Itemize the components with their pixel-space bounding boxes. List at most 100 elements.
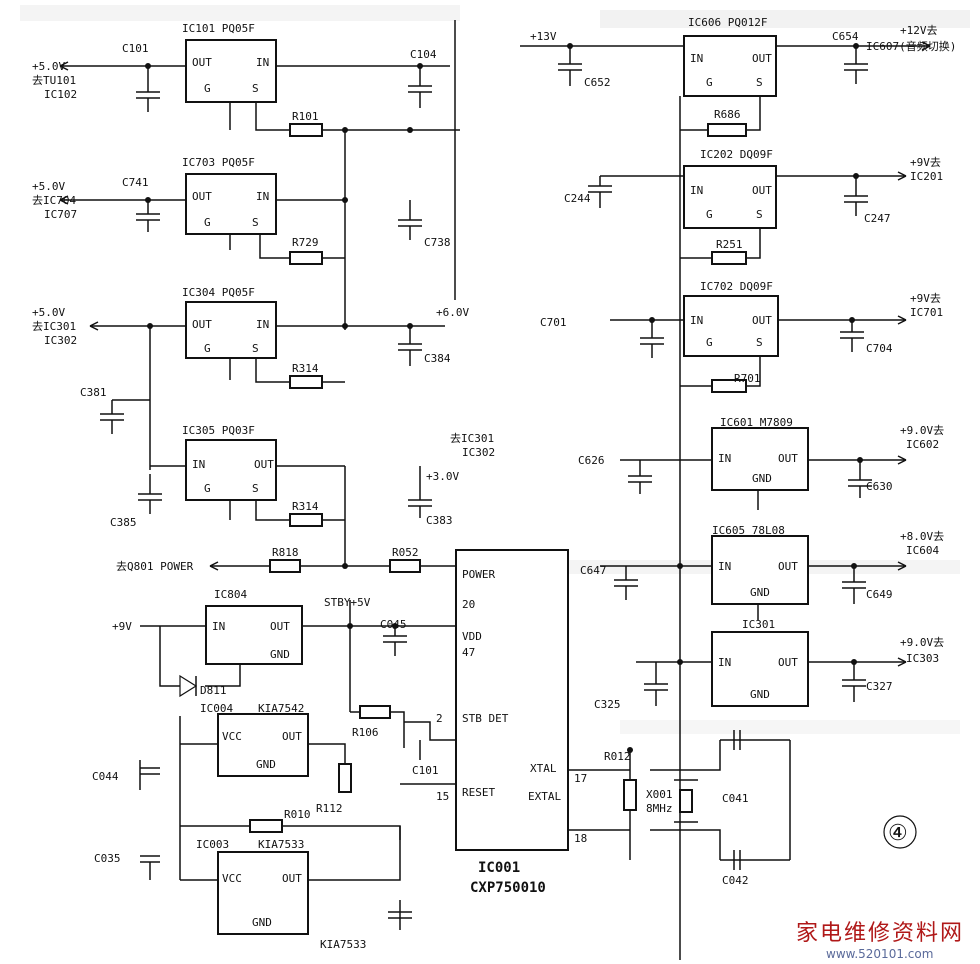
svg-text:C649: C649: [866, 588, 893, 601]
svg-text:IC601 M7809: IC601 M7809: [720, 416, 793, 429]
background-print-through: [20, 5, 970, 734]
svg-text:KIA7533: KIA7533: [320, 938, 366, 951]
svg-text:OUT: OUT: [282, 730, 302, 743]
ic004-reset-ic: IC004 KIA7542 VCC OUT GND: [200, 702, 309, 777]
mcu-name: IC001: [478, 860, 520, 876]
svg-text:G: G: [706, 208, 713, 221]
svg-text:IC004: IC004: [200, 702, 233, 715]
r314b-resistor: [289, 513, 323, 527]
svg-text:R112: R112: [316, 802, 343, 815]
ic101-regulator: IC101 PQ05F OUT IN G S: [182, 22, 277, 103]
r818-resistor: [269, 559, 301, 573]
r686-resistor: [707, 123, 747, 137]
svg-text:去Q801 POWER: 去Q801 POWER: [116, 560, 194, 573]
svg-text:S: S: [756, 208, 763, 221]
svg-text:OUT: OUT: [778, 560, 798, 573]
svg-text:XTAL: XTAL: [530, 762, 557, 775]
svg-text:C044: C044: [92, 770, 119, 783]
svg-text:S: S: [252, 342, 259, 355]
ic601-regulator: IC601 M7809 IN OUT GND: [711, 416, 809, 491]
svg-text:C738: C738: [424, 236, 451, 249]
svg-text:IC302: IC302: [44, 334, 77, 347]
svg-text:IN: IN: [690, 52, 703, 65]
svg-text:R314: R314: [292, 500, 319, 513]
svg-text:+3.0V: +3.0V: [426, 470, 459, 483]
svg-text:GND: GND: [750, 586, 770, 599]
svg-text:OUT: OUT: [752, 314, 772, 327]
svg-text:C042: C042: [722, 874, 749, 887]
svg-text:R818: R818: [272, 546, 299, 559]
svg-text:C327: C327: [866, 680, 893, 693]
svg-text:RESET: RESET: [462, 786, 495, 799]
svg-text:IC305 PQ03F: IC305 PQ03F: [182, 424, 255, 437]
svg-text:KIA7542: KIA7542: [258, 702, 304, 715]
svg-text:R101: R101: [292, 110, 319, 123]
svg-text:18: 18: [574, 832, 587, 845]
svg-text:VCC: VCC: [222, 730, 242, 743]
svg-text:IC602: IC602: [906, 438, 939, 451]
ic101-label: IC101 PQ05F: [182, 22, 255, 35]
svg-text:IC703 PQ05F: IC703 PQ05F: [182, 156, 255, 169]
ic606-regulator: IC606 PQ012F IN OUT G S: [683, 16, 777, 97]
svg-text:C325: C325: [594, 698, 621, 711]
svg-text:VCC: VCC: [222, 872, 242, 885]
svg-text:GND: GND: [752, 472, 772, 485]
svg-text:IC804: IC804: [214, 588, 247, 601]
svg-text:IC605 78L08: IC605 78L08: [712, 524, 785, 537]
svg-text:C244: C244: [564, 192, 591, 205]
svg-text:R052: R052: [392, 546, 419, 559]
svg-text:C647: C647: [580, 564, 607, 577]
svg-text:IC707: IC707: [44, 208, 77, 221]
svg-text:IC201: IC201: [910, 170, 943, 183]
svg-text:G: G: [204, 216, 211, 229]
svg-text:C630: C630: [866, 480, 893, 493]
svg-text:+5.0V: +5.0V: [32, 180, 65, 193]
svg-text:STB DET: STB DET: [462, 712, 509, 725]
svg-text:+9V: +9V: [112, 620, 132, 633]
svg-text:C101: C101: [122, 42, 149, 55]
svg-text:OUT: OUT: [778, 452, 798, 465]
svg-text:C701: C701: [540, 316, 567, 329]
svg-text:IN: IN: [718, 452, 731, 465]
svg-text:GND: GND: [750, 688, 770, 701]
svg-text:+12V去: +12V去: [900, 24, 938, 37]
svg-text:R012: R012: [604, 750, 631, 763]
r701-resistor: [711, 379, 747, 393]
svg-text:R729: R729: [292, 236, 319, 249]
svg-text:IN: IN: [256, 56, 269, 69]
svg-text:IC202 DQ09F: IC202 DQ09F: [700, 148, 773, 161]
svg-text:IN: IN: [690, 314, 703, 327]
ic804-regulator: IC804 IN OUT GND: [205, 588, 303, 665]
svg-text:EXTAL: EXTAL: [528, 790, 561, 803]
svg-text:IN: IN: [192, 458, 205, 471]
svg-text:+8.0V去: +8.0V去: [900, 530, 944, 543]
svg-text:GND: GND: [270, 648, 290, 661]
watermark-url: www.520101.com: [826, 947, 933, 961]
svg-text:C741: C741: [122, 176, 149, 189]
r106-resistor: [359, 705, 391, 719]
svg-text:C704: C704: [866, 342, 893, 355]
svg-text:S: S: [252, 482, 259, 495]
svg-text:IC702 DQ09F: IC702 DQ09F: [700, 280, 773, 293]
svg-text:C041: C041: [722, 792, 749, 805]
svg-text:R686: R686: [714, 108, 741, 121]
svg-text:G: G: [204, 342, 211, 355]
svg-text:S: S: [252, 82, 259, 95]
svg-text:去TU101: 去TU101: [32, 74, 76, 87]
svg-text:+6.0V: +6.0V: [436, 306, 469, 319]
svg-text:G: G: [204, 482, 211, 495]
svg-text:+9V去: +9V去: [910, 156, 941, 169]
ic605-regulator: IC605 78L08 IN OUT GND: [711, 524, 809, 605]
ic202-regulator: IC202 DQ09F IN OUT G S: [683, 148, 777, 229]
svg-text:R701: R701: [734, 372, 761, 385]
svg-text:G: G: [204, 82, 211, 95]
svg-text:C104: C104: [410, 48, 437, 61]
r101-resistor: [289, 123, 323, 137]
ic003-reset-ic: IC003 KIA7533 VCC OUT GND KIA7533: [196, 838, 366, 951]
r314a-resistor: [289, 375, 323, 389]
svg-text:去IC704: 去IC704: [32, 194, 76, 207]
r251-resistor: [711, 251, 747, 265]
r010-resistor: [249, 819, 283, 833]
svg-text:+9.0V去: +9.0V去: [900, 636, 944, 649]
